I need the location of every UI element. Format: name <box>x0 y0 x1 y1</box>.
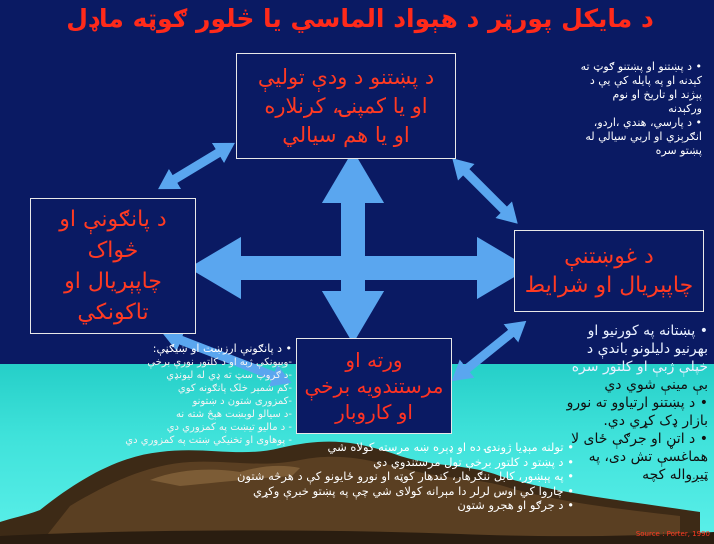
arrow-top-right <box>452 158 518 224</box>
note-line: • د پارسي، هندي ،اردو، <box>593 116 702 129</box>
box-bottom-line: او کاروبار <box>335 400 413 424</box>
box-left-line: د پانګونې او <box>59 207 167 232</box>
box-bottom-line: ورته او <box>345 348 403 372</box>
note-line: بې مينې شوي دي <box>604 377 708 393</box>
note-right: • پښتانه په کورنيو او بهرنيو دليلونو بان… <box>510 322 708 484</box>
box-left-line: چاپېريال او <box>64 269 162 294</box>
note-line: - د ماليو تيښت په کمزوري دي <box>166 421 292 433</box>
slide-title: د مايکل پورټر د هېواد الماسي يا څلور ګوټ… <box>66 4 654 33</box>
note-line: ټيږواله کچه <box>642 467 708 483</box>
note-line: • د اتڼ او جرګې ځای لا <box>571 431 708 447</box>
box-firm-strategy: د پښتنو د ودې توليې او يا کمپنۍ، کرنلاره… <box>236 53 456 159</box>
note-line: -کمزوری شتون د ښتونو <box>192 395 292 407</box>
box-right-line: د غوښتنې <box>564 244 654 269</box>
box-demand-conditions: د غوښتنې چاپېريال او شرايط <box>514 230 704 312</box>
source-citation: Source : Porter, 1990 <box>635 530 710 538</box>
note-bottom: • تولنه مېډيا ژوندۍ ده او ډېره ښه مرسته … <box>134 440 574 513</box>
note-line: • د پښتنو ارتياوو ته نورو <box>566 395 708 411</box>
note-line: -وېيونکې ژبه او د کلتور نورې برخې <box>147 356 292 368</box>
box-factor-conditions: د پانګونې او څواک چاپېريال او تاکونکي <box>30 198 196 334</box>
note-line: • تولنه مېډيا ژوندۍ ده او ډېره ښه مرسته … <box>327 440 574 454</box>
box-left-line: تاکونکي <box>77 300 149 325</box>
box-top-line: او يا هم سيالي <box>282 122 410 147</box>
note-line: -د ګروپ سټ ته ډي له ليونډي <box>166 369 292 381</box>
note-line: -د سيالو لوبښت هېڅ شته نه <box>176 408 292 420</box>
arrow-bottom-right <box>451 320 527 382</box>
box-bottom-line: مرستندويه برخې <box>304 374 444 398</box>
note-line: • د پښتنو او پښتنو ګوټ ته <box>580 60 702 73</box>
note-heading: • د پانګونې ارزښت او ښيګڼې: <box>152 342 292 355</box>
note-line: بازار ډک کړي دي. <box>603 413 708 429</box>
box-top-line: او يا کمپنۍ، کرنلاره <box>264 93 428 118</box>
note-line: • چاروا کي اوس لرلر دا مېرانه کولای شي چ… <box>252 483 574 498</box>
note-line: انګرېزي او اربي سيالي له <box>585 130 702 143</box>
arrow-bottom-left <box>162 329 292 387</box>
note-line: پښتو سره <box>655 144 702 157</box>
box-related-industries: ورته او مرستندويه برخې او کاروبار <box>296 338 452 434</box>
note-line: -کم شمېر خلک پانګونه کوي <box>177 382 292 394</box>
note-line: پېژند او تاريخ او نوم <box>612 88 702 101</box>
note-line: خپلې ژبې او کلتور سره <box>571 359 708 375</box>
note-line: - پوهاوی او تخنيکي ښتت په کمزوري دي <box>125 434 292 446</box>
box-left-line: څواک <box>87 238 139 263</box>
note-line: هماغسې تش دی، په <box>588 449 708 465</box>
note-line: • د جرګو او هجرو شتون <box>457 498 574 512</box>
terrain-island <box>0 441 714 544</box>
note-line: • پښتانه په کورنيو او <box>587 323 708 339</box>
box-top-line: د پښتنو د ودې توليې <box>257 64 435 89</box>
note-top-right: • د پښتنو او پښتنو ګوټ ته کېدنه او په پا… <box>466 60 702 158</box>
note-line: ورکېدنه <box>668 102 702 115</box>
note-line: • په پېښور، کابل ننګرهار، کندهار کوټه او… <box>236 469 574 483</box>
note-line: • د پښتو د کلتور برخې تول مرستندوي دي <box>373 454 574 469</box>
note-line: کېدنه او په پايله کې يې د <box>589 74 702 87</box>
note-left: • د پانګونې ارزښت او ښيګڼې: -وېيونکې ژبه… <box>20 342 292 447</box>
note-line: بهرنيو دليلونو باندې د <box>586 341 708 357</box>
box-right-line: چاپېريال او شرايط <box>524 273 694 298</box>
arrow-top-left <box>158 142 235 190</box>
